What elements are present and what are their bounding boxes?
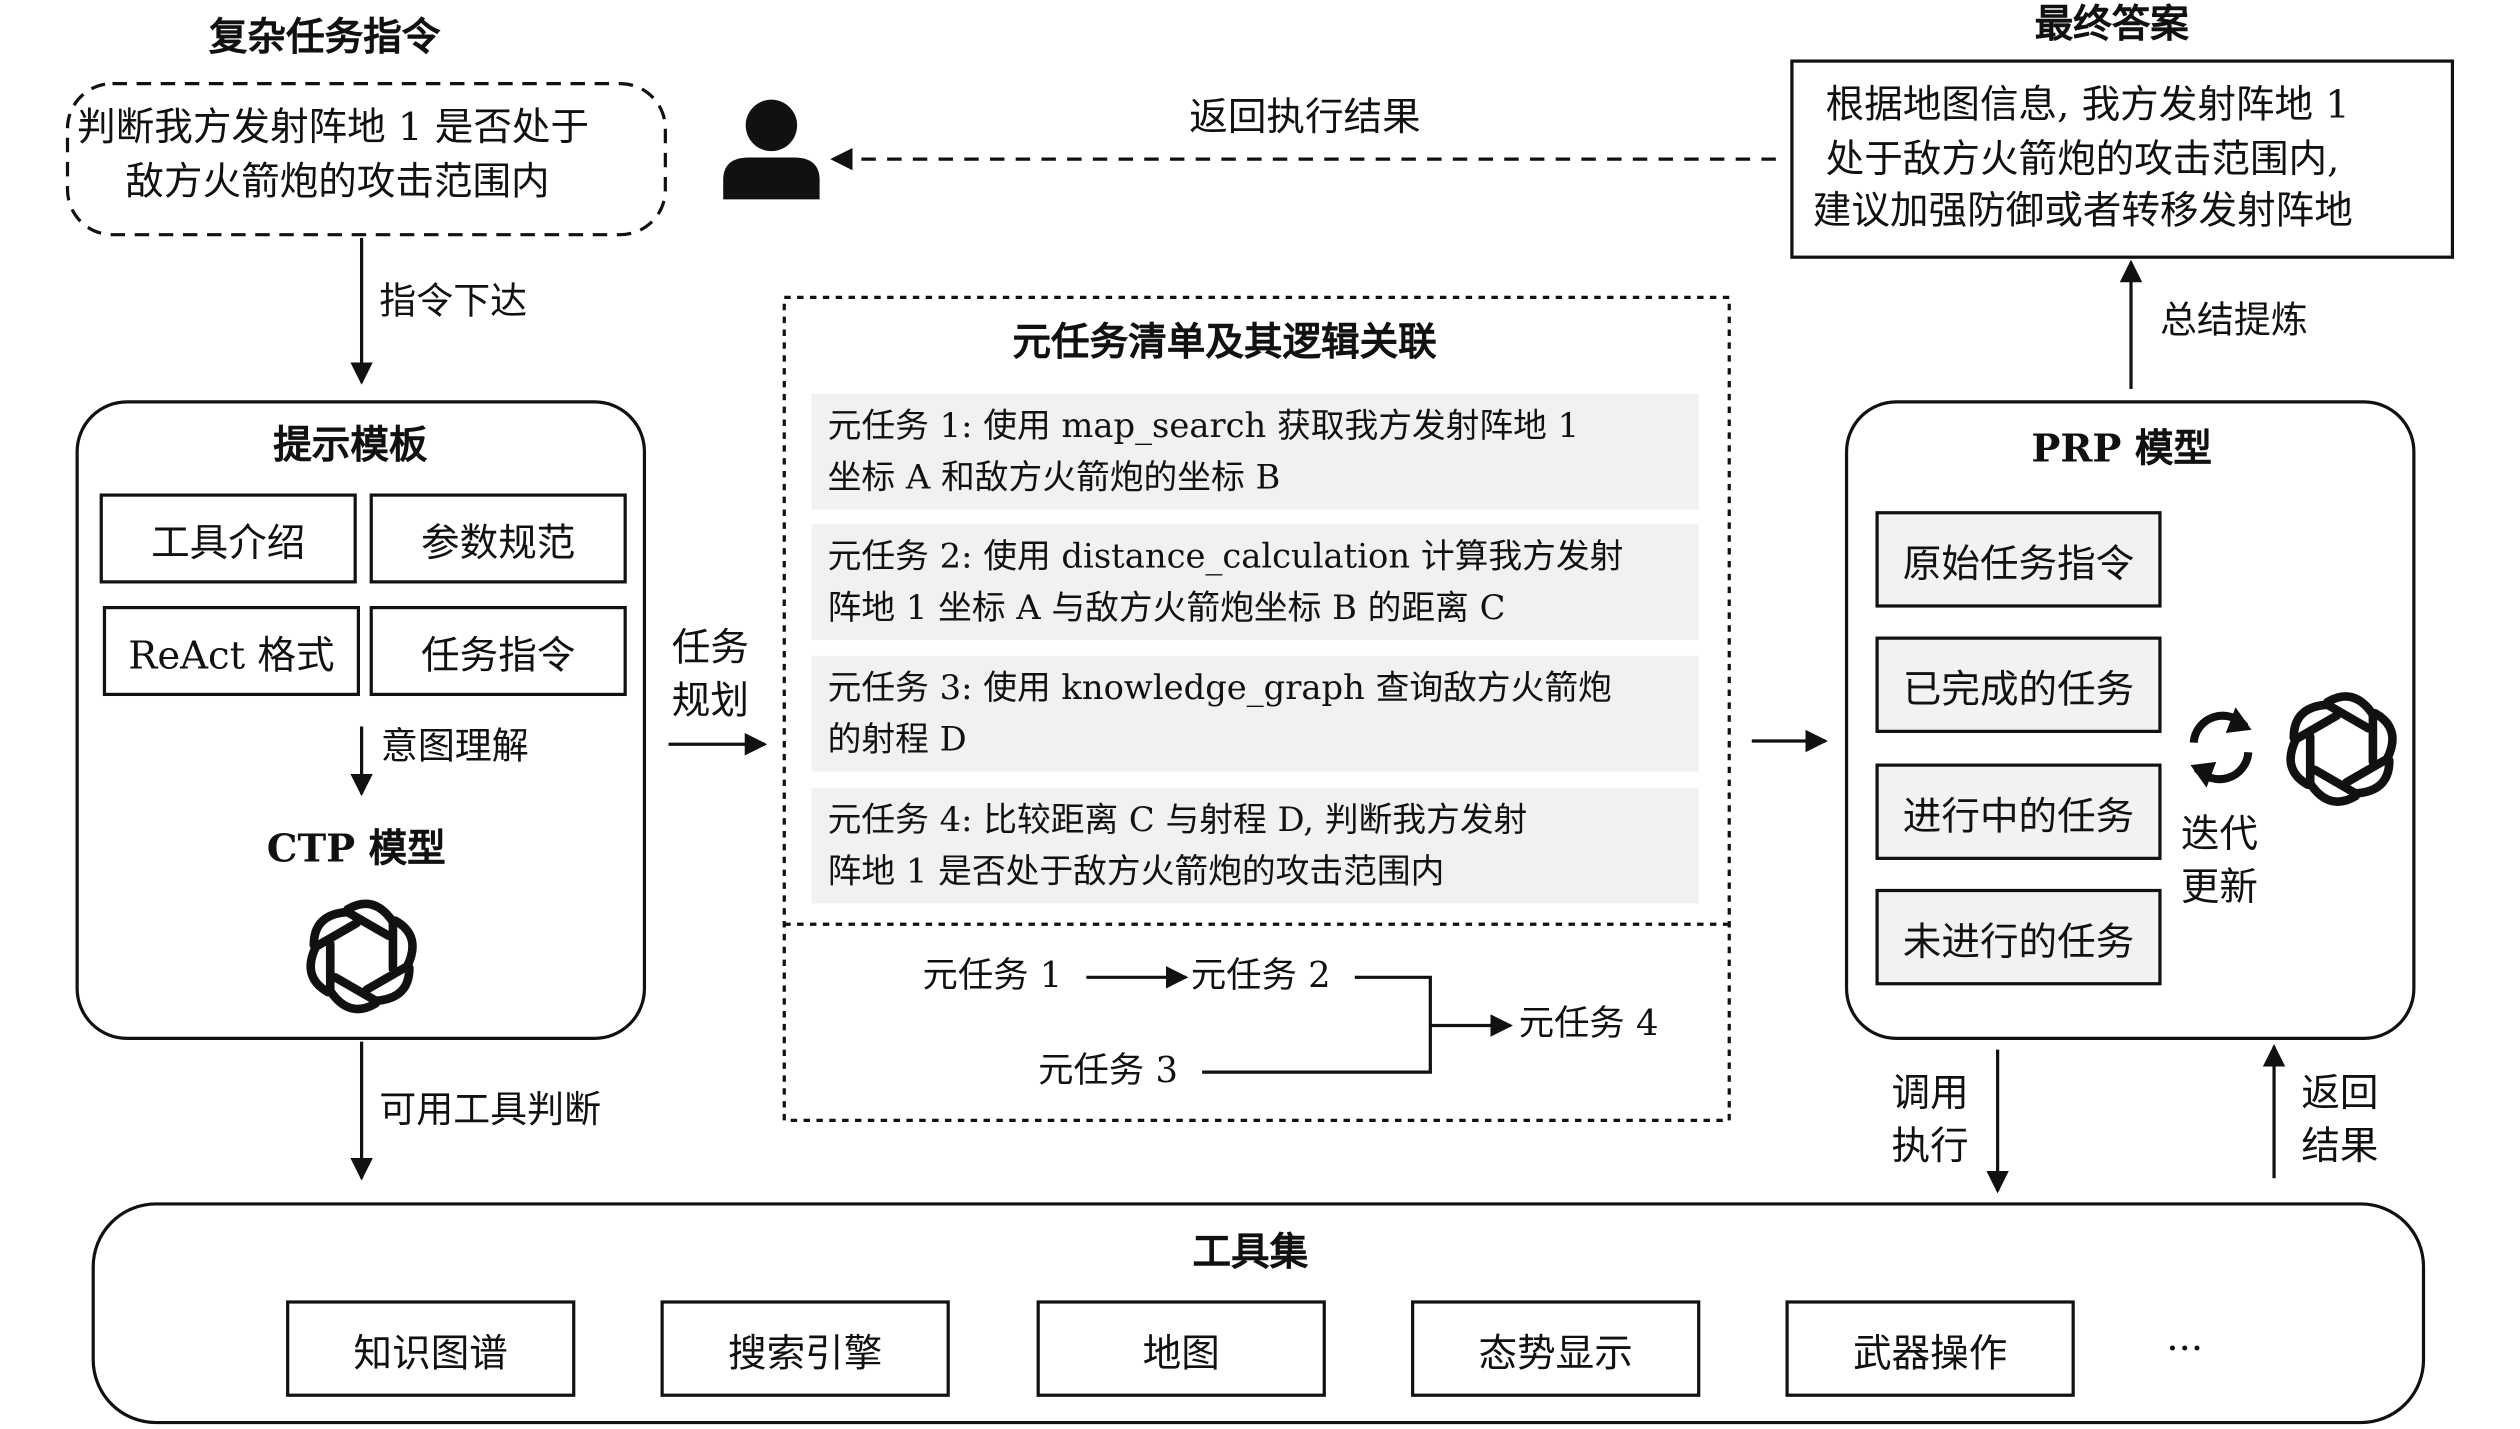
flow-node-t4: 元任务 4: [1518, 1004, 1659, 1045]
meta-task-3: 元任务 3: 使用 knowledge_graph 查询敌方火箭炮 的射程 D: [811, 655, 1699, 772]
meta-task-title: 元任务清单及其逻辑关联: [1012, 318, 1437, 365]
tool-situation-display: 态势显示: [1411, 1300, 1701, 1397]
flow-node-t3: 元任务 3: [1038, 1051, 1179, 1092]
tool-intro-box: 工具介绍: [99, 493, 357, 584]
meta-task-2-line2: 阵地 1 坐标 A 与敌方火箭炮坐标 B 的距离 C: [827, 588, 1506, 627]
available-tools-label: 可用工具判断: [379, 1089, 602, 1132]
toolset-more: ···: [2166, 1326, 2204, 1372]
invoke-label-1: 调用: [1891, 1070, 1969, 1116]
complex-instruction-title: 复杂任务指令: [208, 12, 441, 60]
iterate-label-2: 更新: [2180, 864, 2258, 910]
toolset-box: [91, 1202, 2426, 1425]
complex-instruction-line2: 敌方火箭炮的攻击范围内: [125, 159, 550, 205]
flow-node-t1: 元任务 1: [922, 956, 1063, 997]
prompt-template-box: [75, 400, 647, 1040]
openai-logo-icon: [2286, 692, 2397, 806]
final-answer-line1: 根据地图信息, 我方发射阵地 1: [1825, 81, 2350, 127]
issue-instruction-label: 指令下达: [379, 281, 528, 324]
user-icon: [723, 99, 820, 200]
task-planning-label-1: 任务: [671, 625, 749, 671]
prp-pending-task: 未进行的任务: [1875, 888, 2162, 986]
flow-t3-t4: [1202, 1025, 1432, 1074]
final-answer-line2: 处于敌方火箭炮的攻击范围内,: [1825, 136, 2340, 182]
task-instruction-box: 任务指令: [369, 605, 627, 697]
return-label-2: 结果: [2301, 1123, 2379, 1169]
invoke-label-2: 执行: [1891, 1123, 1969, 1169]
final-answer-title: 最终答案: [2034, 0, 2189, 47]
summarize-label: 总结提炼: [2159, 300, 2308, 343]
refresh-cycle-icon: [2189, 707, 2253, 788]
complex-instruction-box: [65, 81, 667, 237]
iterate-label-1: 迭代: [2180, 811, 2258, 857]
task-planning-label-2: 规划: [671, 678, 749, 724]
meta-task-2: 元任务 2: 使用 distance_calculation 计算我方发射 阵地…: [811, 524, 1699, 640]
return-label-1: 返回: [2301, 1070, 2379, 1116]
meta-task-3-line2: 的射程 D: [827, 720, 967, 759]
final-answer-box: [1790, 59, 2455, 259]
prp-original-task: 原始任务指令: [1875, 511, 2162, 608]
react-format-box: ReAct 格式: [102, 605, 360, 697]
ctp-model-title: CTP 模型: [266, 824, 446, 872]
intent-label: 意图理解: [380, 726, 529, 769]
flow-node-t2: 元任务 2: [1190, 956, 1331, 997]
param-spec-box: 参数规范: [369, 493, 627, 584]
return-result-label: 返回执行结果: [1189, 94, 1421, 140]
prp-model-box: [1844, 400, 2416, 1040]
meta-task-1-line1: 元任务 1: 使用 map_search 获取我方发射阵地 1: [827, 406, 1580, 446]
prp-completed-task: 已完成的任务: [1875, 636, 2162, 733]
meta-task-1: 元任务 1: 使用 map_search 获取我方发射阵地 1 坐标 A 和敌方…: [811, 393, 1699, 510]
prp-inprogress-task: 进行中的任务: [1875, 763, 2162, 860]
prompt-template-title: 提示模板: [273, 421, 428, 468]
tool-search-engine: 搜索引擎: [660, 1300, 950, 1397]
meta-task-3-line1: 元任务 3: 使用 knowledge_graph 查询敌方火箭炮: [827, 668, 1612, 708]
tool-knowledge-graph: 知识图谱: [286, 1300, 576, 1397]
toolset-title: 工具集: [1192, 1228, 1309, 1275]
flow-t2-t4: [1354, 975, 1432, 1026]
meta-task-4: 元任务 4: 比较距离 C 与射程 D, 判断我方发射 阵地 1 是否处于敌方火…: [811, 787, 1699, 904]
meta-task-4-line1: 元任务 4: 比较距离 C 与射程 D, 判断我方发射: [827, 800, 1528, 840]
final-answer-line3: 建议加强防御或者转移发射阵地: [1812, 188, 2353, 234]
tool-map: 地图: [1036, 1300, 1326, 1397]
meta-task-4-line2: 阵地 1 是否处于敌方火箭炮的攻击范围内: [827, 851, 1445, 891]
meta-task-1-line2: 坐标 A 和敌方火箭炮的坐标 B: [827, 458, 1281, 497]
prp-model-title: PRP 模型: [2031, 424, 2213, 471]
meta-task-2-line1: 元任务 2: 使用 distance_calculation 计算我方发射: [827, 536, 1624, 576]
tool-weapon-operation: 武器操作: [1785, 1300, 2075, 1397]
complex-instruction-line1: 判断我方发射阵地 1 是否处于: [77, 104, 590, 150]
openai-logo-icon: [306, 899, 417, 1014]
